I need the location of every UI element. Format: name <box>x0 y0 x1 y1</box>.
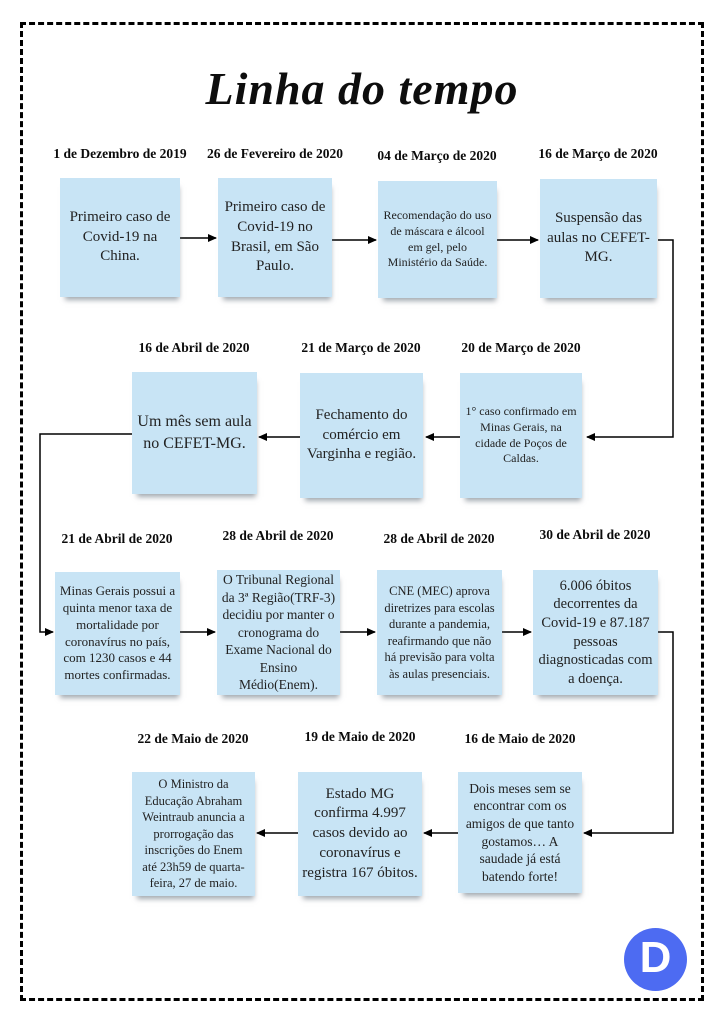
note-text: Minas Gerais possui a quinta menor taxa … <box>59 582 176 683</box>
dashed-border <box>20 22 704 1001</box>
note-date: 16 de Abril de 2020 <box>138 340 250 355</box>
note-text: Fechamento do comércio em Varginha e reg… <box>306 406 417 463</box>
note-date: 30 de Abril de 2020 <box>539 527 651 542</box>
timeline-note: Fechamento do comércio em Varginha e reg… <box>300 373 423 498</box>
note-text: Primeiro caso de Covid-19 no Brasil, em … <box>224 198 326 275</box>
note-text: Um mês sem aula no CEFET-MG. <box>137 412 252 452</box>
note-date: 21 de Março de 2020 <box>301 340 421 355</box>
note-date: 19 de Maio de 2020 <box>304 729 416 744</box>
timeline-note: 6.006 óbitos decorrentes da Covid-19 e 8… <box>533 570 658 695</box>
note-text: 6.006 óbitos decorrentes da Covid-19 e 8… <box>538 577 653 687</box>
timeline-note: Recomendação do uso de máscara e álcool … <box>378 181 497 298</box>
note-text: O Ministro da Educação Abraham Weintraub… <box>142 777 245 891</box>
note-text: 1° caso confirmado em Minas Gerais, na c… <box>465 403 577 466</box>
note-date: 21 de Abril de 2020 <box>61 531 173 546</box>
note-date: 1 de Dezembro de 2019 <box>53 146 187 161</box>
note-date: 28 de Abril de 2020 <box>383 531 495 546</box>
note-date: 28 de Abril de 2020 <box>222 528 334 543</box>
note-text: Dois meses sem se encontrar com os amigo… <box>465 780 575 884</box>
note-date: 04 de Março de 2020 <box>377 148 497 163</box>
timeline-note: Primeiro caso de Covid-19 no Brasil, em … <box>218 178 332 297</box>
timeline-note: CNE (MEC) aprova diretrizes para escolas… <box>377 570 502 695</box>
timeline-note: O Ministro da Educação Abraham Weintraub… <box>132 772 255 896</box>
note-text: O Tribunal Regional da 3ª Região(TRF-3) … <box>221 572 336 693</box>
note-date: 16 de Março de 2020 <box>538 146 658 161</box>
page-title: Linha do tempo <box>205 63 519 114</box>
logo-badge: D <box>624 928 687 991</box>
note-text: Estado MG confirma 4.997 casos devido ao… <box>302 785 418 881</box>
note-date: 20 de Março de 2020 <box>461 340 581 355</box>
note-text: Recomendação do uso de máscara e álcool … <box>383 207 492 270</box>
timeline-note: Estado MG confirma 4.997 casos devido ao… <box>298 772 422 896</box>
timeline-note: Um mês sem aula no CEFET-MG. <box>132 372 257 494</box>
note-text: Primeiro caso de Covid-19 na China. <box>69 208 171 265</box>
timeline-note: Minas Gerais possui a quinta menor taxa … <box>55 572 180 695</box>
logo-letter: D <box>639 932 672 982</box>
timeline-note: Dois meses sem se encontrar com os amigo… <box>458 772 582 893</box>
note-date: 22 de Maio de 2020 <box>137 731 249 746</box>
timeline-note: O Tribunal Regional da 3ª Região(TRF-3) … <box>217 570 340 695</box>
note-text: CNE (MEC) aprova diretrizes para escolas… <box>384 584 495 681</box>
timeline-note: Suspensão das aulas no CEFET-MG. <box>540 179 657 298</box>
note-text: Suspensão das aulas no CEFET-MG. <box>547 209 650 266</box>
note-date: 26 de Fevereiro de 2020 <box>207 146 343 161</box>
timeline-note: Primeiro caso de Covid-19 na China. <box>60 178 180 297</box>
timeline-note: 1° caso confirmado em Minas Gerais, na c… <box>460 373 582 498</box>
note-date: 16 de Maio de 2020 <box>464 731 576 746</box>
